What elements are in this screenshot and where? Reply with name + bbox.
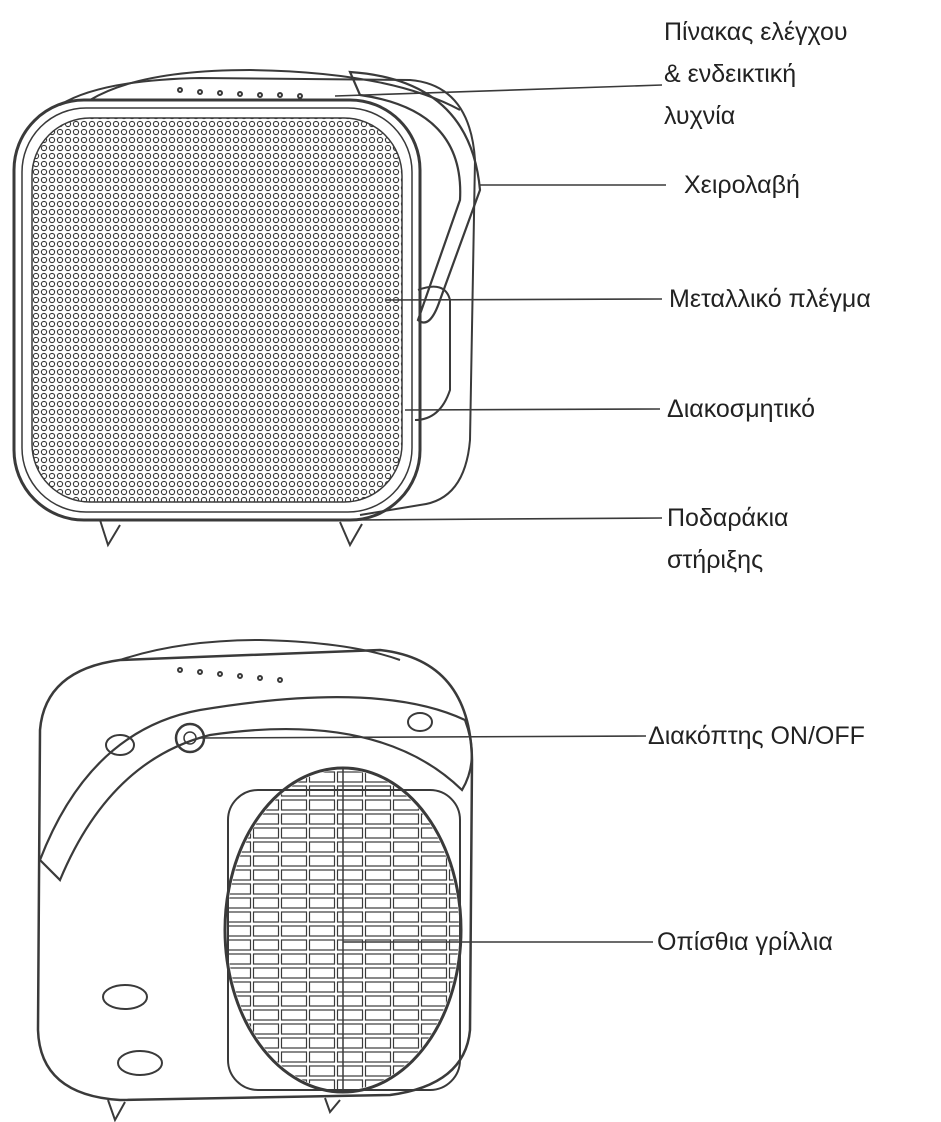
callout-switch [200,736,646,738]
front-top-surface [90,70,460,110]
label-control-panel-line1: Πίνακας ελέγχου [664,14,848,51]
control-panel-dots [178,88,302,98]
rear-grille-slots [220,765,470,1095]
label-metal-mesh: Μεταλλικό πλέγμα [669,281,871,318]
callout-control-panel [335,85,662,96]
label-switch: Διακόπτης ON/OFF [648,718,865,755]
label-feet-line1: Ποδαράκια [667,500,789,537]
rear-handle-mount-right [408,713,432,731]
front-metal-mesh [32,118,402,502]
front-foot-left [100,520,120,545]
rear-foot-left [108,1100,125,1120]
label-handle: Χειρολαβή [684,167,800,204]
front-view [14,70,480,545]
callout-decorative [405,409,660,410]
label-rear-grille: Οπίσθια γρίλλια [657,924,833,961]
label-control-panel-line3: λυχνία [664,98,735,135]
rear-view [38,640,472,1120]
callout-feet [350,518,662,520]
rear-side-hole-lower [118,1051,162,1075]
rear-side-hole-upper [103,985,147,1009]
label-decorative: Διακοσμητικό [667,391,815,428]
label-control-panel-line2: & ενδεικτική [664,56,796,93]
label-feet-line2: στήριξης [667,542,763,579]
front-foot-right [340,522,362,545]
rear-foot-right [325,1098,340,1112]
callout-metal-mesh [385,299,662,300]
rear-top-dots [178,668,282,682]
